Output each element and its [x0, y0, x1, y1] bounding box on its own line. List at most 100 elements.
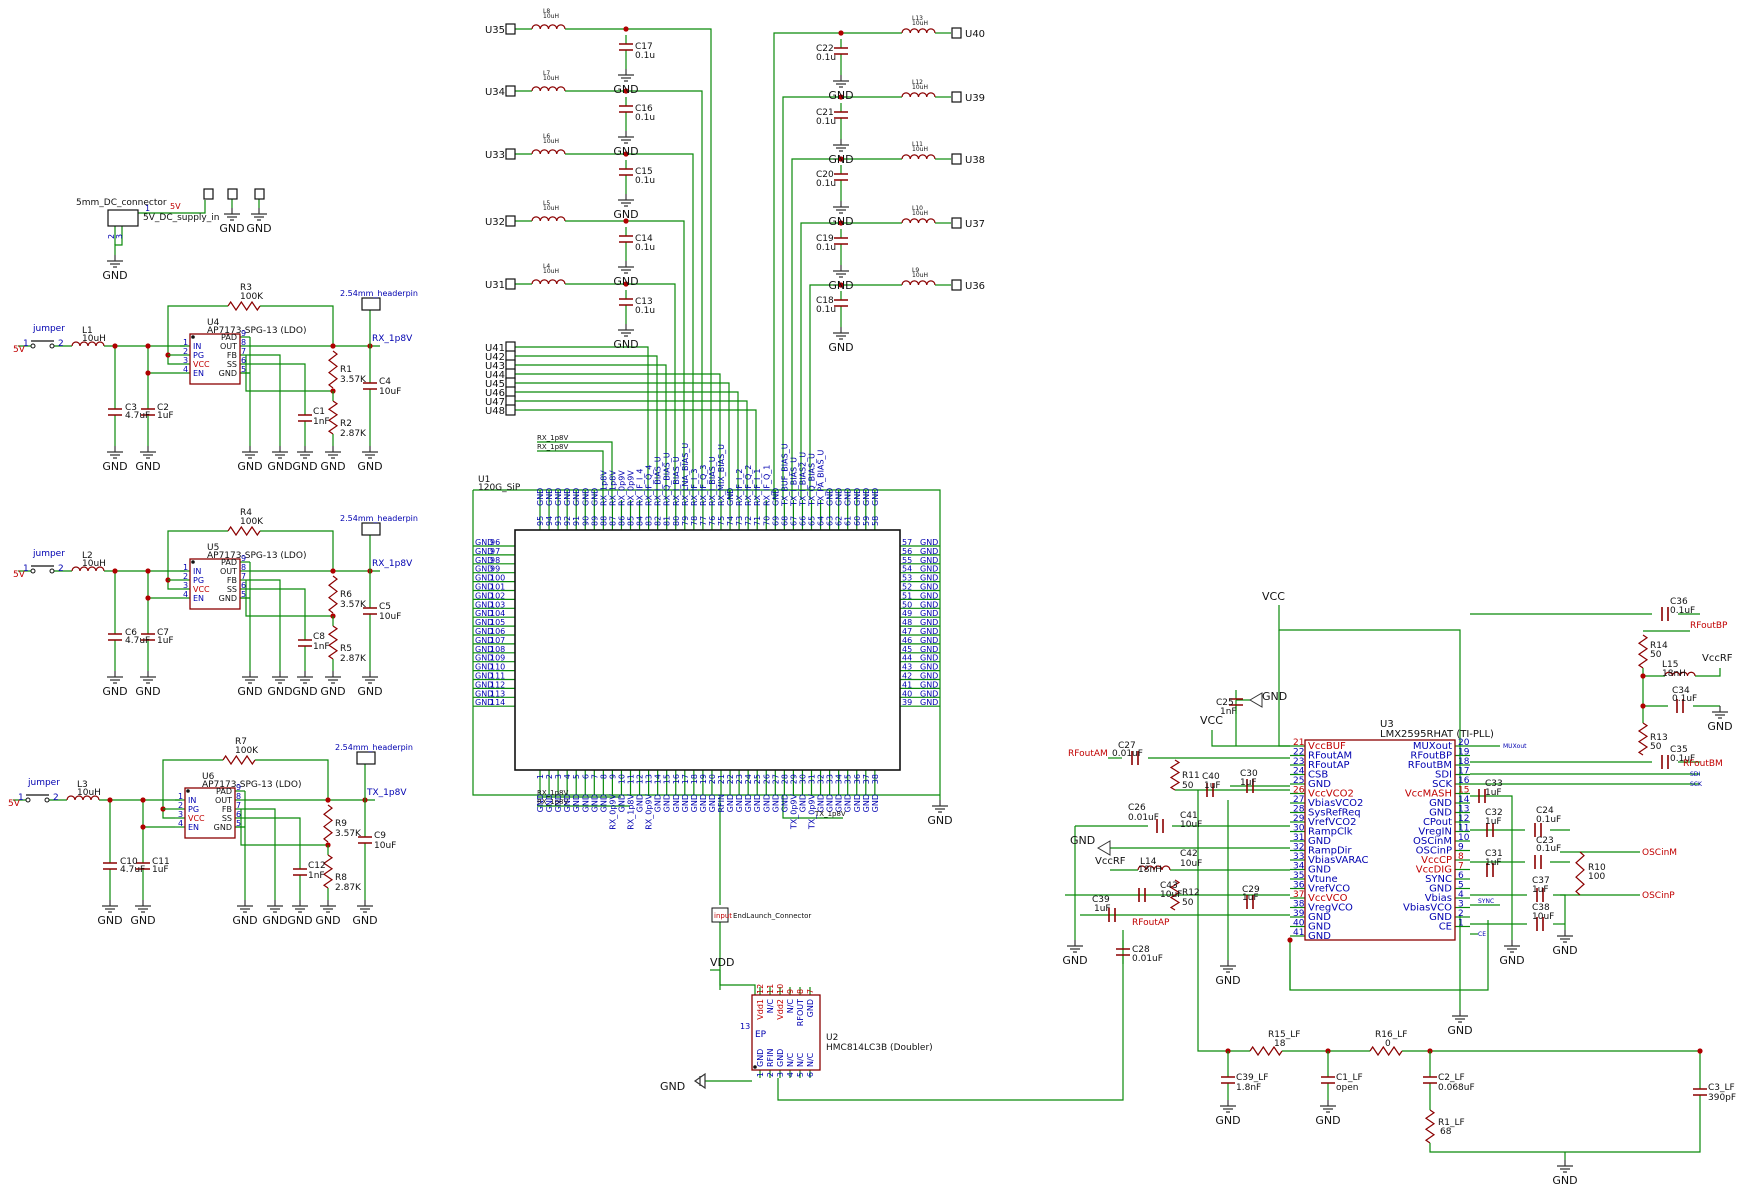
pin-num: 96 — [490, 538, 500, 547]
pin-num: 8 — [241, 338, 246, 347]
capacitor-icon — [1229, 698, 1243, 706]
pin-num: 16 — [672, 774, 681, 784]
pin-name: GND — [554, 488, 563, 506]
pin-num: 18 — [1458, 757, 1470, 767]
pin-num: 91 — [572, 516, 581, 526]
pin-name: GND — [726, 488, 735, 506]
pin-name: GND — [920, 636, 938, 645]
pin-name: PG — [193, 351, 204, 360]
wire — [565, 28, 712, 500]
wire — [114, 226, 123, 255]
pin-num: 35 — [1293, 871, 1304, 881]
value: 10uH — [82, 334, 106, 344]
ref-des: C28 — [1132, 945, 1150, 955]
pin-name: IN — [188, 796, 196, 805]
pin-num: 18 — [690, 774, 699, 784]
pin-name: MUXout — [1413, 741, 1452, 752]
pin-num: 2 — [1458, 909, 1464, 919]
ref-des: C7 — [157, 628, 169, 638]
pin-num: 80 — [672, 516, 681, 526]
pin-num: 104 — [490, 609, 505, 618]
pin-num: 26 — [1293, 786, 1305, 796]
pin-num: 68 — [780, 516, 789, 526]
port-label: U39 — [965, 93, 985, 104]
pin-num: 1 — [1458, 919, 1464, 929]
gnd-label: GND — [613, 145, 638, 158]
wires — [13, 26, 1721, 1160]
net-label: 5V_DC_supply_in — [143, 213, 219, 223]
ref-des: L4 — [543, 263, 550, 270]
wire — [1553, 894, 1566, 930]
pin-num: 5 — [796, 1072, 805, 1077]
ref-des: R5 — [340, 644, 352, 654]
pin-name: TX_PA_BIAS_U — [817, 449, 826, 507]
pin-name: GND — [920, 680, 938, 689]
wire — [1429, 1104, 1701, 1153]
port-label: U44 — [485, 370, 505, 381]
port-icon — [505, 404, 516, 416]
pin-num: 22 — [1293, 748, 1304, 758]
pin-name: SysRefReq — [1308, 808, 1361, 819]
gnd-label: GND — [352, 914, 377, 927]
pin-num: 1 — [23, 339, 29, 349]
pin-name: GND — [835, 488, 844, 506]
value: open — [1336, 1083, 1358, 1093]
pin-num: 87 — [608, 516, 617, 526]
gnd-label: GND — [828, 153, 853, 166]
ref-des: R7 — [235, 737, 247, 747]
pin-num: 73 — [735, 516, 744, 526]
pin-name: GND — [475, 538, 493, 547]
pin-num: 30 — [1293, 824, 1305, 834]
jumper-icon — [30, 343, 36, 349]
gnd-label: GND — [1215, 974, 1240, 987]
value: 3.57K — [340, 600, 367, 610]
ref-des: L1 — [82, 326, 93, 336]
ref-des: C9 — [374, 831, 386, 841]
pin1-marker — [191, 335, 195, 339]
pin-num: 29 — [789, 774, 798, 784]
pin-num: 9 — [786, 989, 795, 994]
value: 1nF — [308, 871, 325, 881]
ground-icon — [1097, 840, 1111, 856]
pin-num: 94 — [545, 516, 554, 526]
wire — [147, 346, 180, 374]
resistor-icon — [222, 754, 256, 766]
pin-num: 114 — [490, 698, 505, 707]
inductor-icon — [1137, 865, 1171, 871]
junction-dot — [623, 88, 629, 94]
capacitor-icon — [358, 836, 372, 844]
wire — [245, 808, 276, 900]
ground-icon — [618, 266, 634, 274]
gnd-label: GND — [246, 222, 271, 235]
value: 18nH — [1138, 865, 1162, 875]
pin-num: 29 — [1293, 814, 1305, 824]
pin-name: VccCP — [1421, 855, 1452, 866]
pin-name: GND — [920, 698, 938, 707]
ground-icon — [224, 213, 240, 221]
net-label: OSCinM — [1642, 848, 1677, 858]
ref-des: C14 — [635, 234, 653, 244]
pin1-marker — [753, 1065, 757, 1069]
pin-num: 6 — [236, 810, 241, 819]
capacitor-icon — [1221, 1076, 1235, 1084]
pin-name: Vdd2 — [776, 999, 785, 1020]
pin-name: VCC — [193, 360, 210, 369]
pin-num: 59 — [862, 516, 871, 526]
ref-des: U4 — [207, 318, 220, 328]
pin-name: EN — [193, 594, 204, 603]
value: 0.1u — [635, 176, 655, 186]
ref-des: C5 — [379, 602, 391, 612]
pin-num: 2 — [53, 793, 59, 803]
pin-name: RX_IF_I_4 — [636, 469, 645, 506]
port-label: U34 — [485, 87, 505, 98]
pin-num: 10 — [617, 774, 626, 784]
port-label: U35 — [485, 25, 505, 36]
resistor-icon — [328, 575, 338, 614]
junction-dot — [330, 568, 336, 574]
junction-dot — [1640, 703, 1646, 709]
ground-icon — [932, 805, 948, 813]
pin-name: VCC — [188, 814, 205, 823]
pin-name: TX_I_BIAS2_U — [798, 452, 807, 507]
pin-num: 1 — [756, 1072, 765, 1077]
vcc-label: VCC — [1262, 590, 1285, 603]
